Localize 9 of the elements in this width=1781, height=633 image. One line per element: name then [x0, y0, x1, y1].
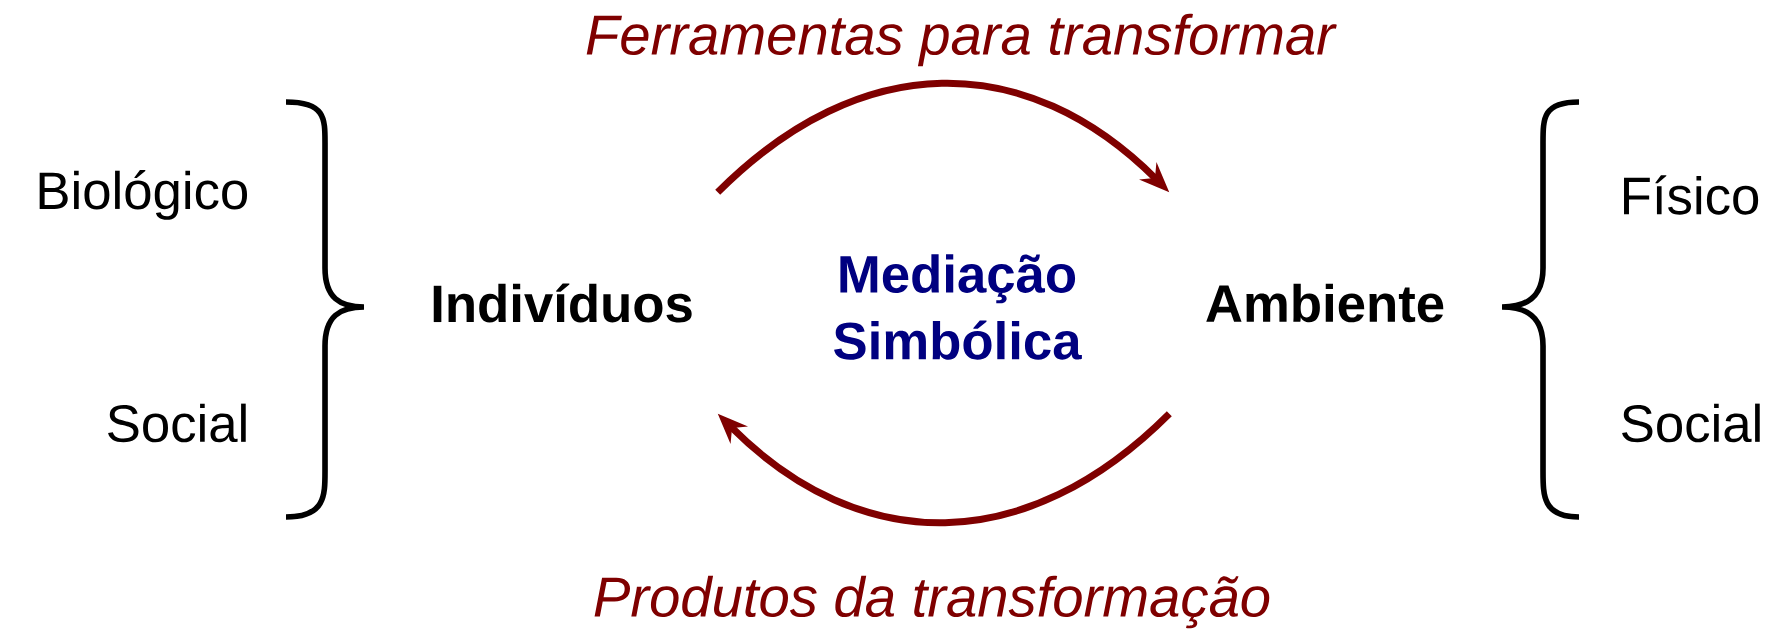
- category-label: Físico: [1624, 175, 1759, 215]
- edge-label: Produtos da transformação: [594, 575, 1270, 629]
- node-label: Ambiente: [1206, 283, 1444, 323]
- category-label: Social: [108, 403, 246, 443]
- edge-label: Ferramentas para transformar: [586, 13, 1337, 67]
- category-label: Social: [1622, 403, 1760, 443]
- node-label: Indivíduos: [433, 283, 692, 323]
- center-label: Mediação Simbólica: [834, 254, 1082, 360]
- category-label: Biológico: [39, 170, 248, 220]
